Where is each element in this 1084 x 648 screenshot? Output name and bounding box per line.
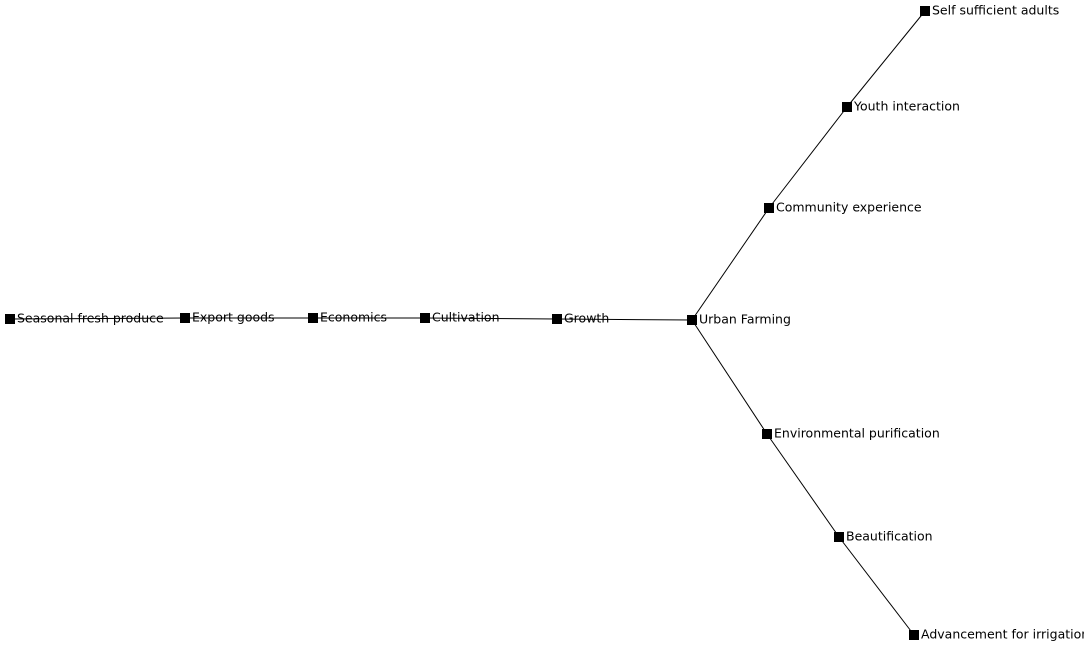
node-marker-cultivation	[420, 313, 430, 323]
edge-urban-farming-to-environmental-purification	[691, 319, 768, 435]
node-label-seasonal-fresh-produce: Seasonal fresh produce	[17, 311, 164, 326]
node-marker-youth-interaction	[842, 102, 852, 112]
node-label-advancement-for-irrigation: Advancement for irrigation	[921, 627, 1084, 642]
node-marker-advancement-for-irrigation	[909, 630, 919, 640]
node-label-export-goods: Export goods	[192, 310, 275, 325]
node-marker-export-goods	[180, 313, 190, 323]
node-marker-growth	[552, 314, 562, 324]
node-marker-self-sufficient-adults	[920, 6, 930, 16]
node-growth: Growth	[552, 311, 609, 326]
node-label-urban-farming: Urban Farming	[699, 312, 791, 327]
node-seasonal-fresh-produce: Seasonal fresh produce	[5, 311, 164, 326]
node-label-cultivation: Cultivation	[432, 310, 500, 325]
node-marker-economics	[308, 313, 318, 323]
node-export-goods: Export goods	[180, 310, 275, 325]
node-environmental-purification: Environmental purification	[762, 426, 940, 441]
nodes-layer: Seasonal fresh produce Export goods Econom…	[5, 3, 1084, 642]
edge-environmental-purification-to-beautification	[766, 433, 840, 538]
edge-youth-interaction-to-self-sufficient-adults	[846, 10, 926, 108]
node-label-self-sufficient-adults: Self sufficient adults	[932, 3, 1059, 18]
node-marker-seasonal-fresh-produce	[5, 314, 15, 324]
edge-urban-farming-to-community-experience	[691, 207, 770, 321]
node-youth-interaction: Youth interaction	[842, 99, 960, 114]
edge-beautification-to-advancement-for-irrigation	[838, 536, 915, 636]
node-label-community-experience: Community experience	[776, 200, 922, 215]
node-advancement-for-irrigation: Advancement for irrigation	[909, 627, 1084, 642]
edge-community-experience-to-youth-interaction	[768, 106, 848, 209]
node-marker-beautification	[834, 532, 844, 542]
node-label-economics: Economics	[320, 310, 387, 325]
edges-layer	[9, 10, 926, 636]
edge-cultivation-to-growth	[424, 317, 558, 320]
node-label-environmental-purification: Environmental purification	[774, 426, 940, 441]
node-label-youth-interaction: Youth interaction	[853, 99, 960, 114]
edge-growth-to-urban-farming	[556, 318, 693, 321]
node-cultivation: Cultivation	[420, 310, 500, 325]
node-community-experience: Community experience	[764, 200, 922, 215]
edge-seasonal-fresh-produce-to-export-goods	[9, 317, 186, 320]
node-urban-farming: Urban Farming	[687, 312, 791, 327]
node-label-beautification: Beautification	[846, 529, 933, 544]
node-economics: Economics	[308, 310, 387, 325]
node-beautification: Beautification	[834, 529, 933, 544]
node-label-growth: Growth	[564, 311, 609, 326]
node-marker-environmental-purification	[762, 429, 772, 439]
node-marker-urban-farming	[687, 315, 697, 325]
node-self-sufficient-adults: Self sufficient adults	[920, 3, 1059, 18]
node-marker-community-experience	[764, 203, 774, 213]
